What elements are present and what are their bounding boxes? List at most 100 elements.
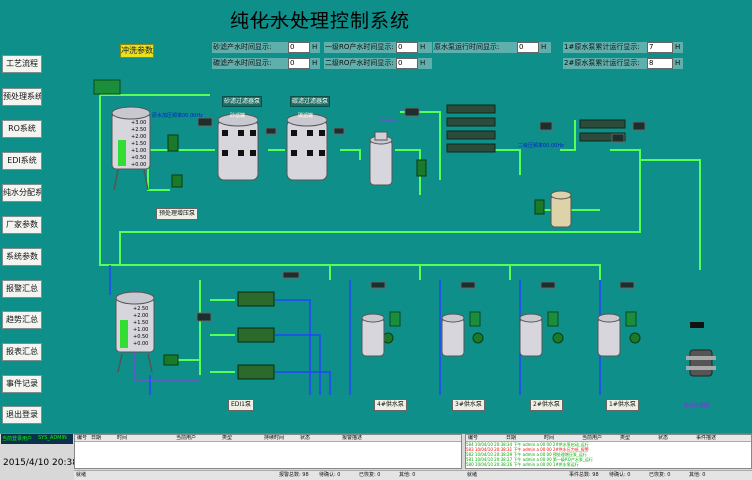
intermediate-tank — [550, 190, 572, 228]
level-tick-label: +0.00 — [133, 341, 148, 347]
raw-pump-button[interactable]: 预处理增压泵 — [156, 208, 199, 220]
raw-freq-label: 原水加压频率00.00Hz — [152, 113, 203, 119]
readout-label: 1#原水泵累计运行显示: — [564, 43, 640, 51]
status-right-total: 事件总数: 98 — [569, 472, 599, 478]
edi-pump-button[interactable]: EDI1泵 — [228, 399, 254, 411]
nav-button-7[interactable]: 系统参数 — [2, 248, 42, 266]
event-row[interactable]: 580 10/04/10 20:38:26 下午 admin a 00 00 1… — [466, 462, 579, 467]
nav-button-5[interactable]: 纯水分配系统 — [2, 184, 42, 202]
status-right-ack: 待确认: 0 — [609, 472, 631, 478]
raw-water-tank — [111, 106, 151, 191]
level-tick-label: +2.00 — [131, 134, 146, 140]
status-right-ready: 就绪 — [467, 472, 478, 478]
carbon-filter-label: 碳滤罐 — [298, 113, 314, 119]
edi-modules — [237, 291, 275, 380]
readout-value[interactable]: 0 — [288, 58, 310, 69]
uv-meter-icon — [690, 322, 704, 328]
pump1-button[interactable]: 1#供水泵 — [606, 399, 639, 411]
event-table[interactable]: 编号日期时间当前用户类型状态事件描述 584 10/04/10 20:38:34… — [465, 434, 752, 469]
status-left-ack: 待确认: 0 — [319, 472, 341, 478]
status-left-other: 其他: 0 — [399, 472, 416, 478]
readout-value[interactable]: 8 — [647, 58, 673, 69]
nav-button-9[interactable]: 趋势汇总 — [2, 311, 42, 329]
readout-value[interactable]: 0 — [396, 58, 418, 69]
readout-value[interactable]: 0 — [396, 42, 418, 53]
status-left-ready: 就绪 — [76, 472, 87, 478]
nav-button-10[interactable]: 报表汇总 — [2, 343, 42, 361]
sand-filter-label: 砂滤罐 — [230, 113, 246, 119]
level-tick-label: +2.00 — [133, 313, 148, 319]
readout-label: 原水泵运行时间显示: — [434, 43, 500, 51]
alarm-col-header: 状态 — [300, 435, 311, 441]
alarm-table[interactable]: 编号日期时间当前用户类型持续时间状态报警描述 — [74, 434, 462, 469]
level-tick-label: +2.50 — [131, 127, 146, 133]
top-tank-levels: +3.00+2.50+2.00+1.50+1.00+0.50+0.00 — [131, 120, 146, 168]
event-col-header: 日期 — [506, 435, 517, 441]
nav-button-6[interactable]: 厂家参数 — [2, 216, 42, 234]
nav-button-3[interactable]: RO系统 — [2, 120, 42, 138]
event-col-header: 状态 — [658, 435, 669, 441]
pump4-button[interactable]: 4#供水泵 — [374, 399, 407, 411]
readout-value[interactable]: 7 — [647, 42, 673, 53]
readout-unit: H — [312, 59, 318, 67]
green-pipes — [99, 94, 701, 375]
nav-button-12[interactable]: 退出登录 — [2, 406, 42, 424]
bottom-tank-levels: +2.50+2.00+1.50+1.00+0.50+0.00 — [133, 306, 148, 347]
level-tick-label: +0.00 — [131, 162, 146, 168]
uv-sterilizer — [686, 349, 716, 377]
filter-valves — [222, 130, 325, 156]
readout-unit: H — [675, 43, 681, 51]
event-col-header: 时间 — [544, 435, 555, 441]
event-col-header: 类型 — [620, 435, 631, 441]
event-row[interactable]: 582 10/04/10 20:38:29 下午 admin a 00 00 预… — [466, 452, 587, 457]
level-tick-label: +0.50 — [133, 334, 148, 340]
readout-value[interactable]: 0 — [517, 42, 539, 53]
pump2-button[interactable]: 2#供水泵 — [530, 399, 563, 411]
level-tick-label: +1.00 — [131, 148, 146, 154]
pumps[interactable] — [163, 134, 641, 366]
carbon-pump-label: 碳滤过滤器泵 — [290, 96, 331, 107]
process-diagram: +3.00+2.50+2.00+1.50+1.00+0.50+0.00 — [93, 79, 716, 395]
clock: 2015/4/10 20:38:35 — [3, 458, 93, 468]
nav-button-8[interactable]: 报警汇总 — [2, 280, 42, 298]
event-row[interactable]: 581 10/04/10 20:38:27 下午 admin a 00 00 第… — [466, 457, 593, 462]
nav-button-1[interactable]: 工艺流程 — [2, 55, 42, 73]
ro-membranes-stage2 — [579, 119, 626, 142]
event-col-header: 当前用户 — [582, 435, 603, 441]
nav-button-2[interactable]: 预处理系统 — [2, 88, 42, 106]
title-decoration — [250, 19, 320, 20]
pump3-button[interactable]: 3#供水泵 — [452, 399, 485, 411]
readout-value[interactable]: 0 — [288, 42, 310, 53]
event-row[interactable]: 584 10/04/10 20:38:34 下午 admin a 00 00 2… — [466, 442, 589, 447]
level-tick-label: +1.50 — [133, 320, 148, 326]
event-rows: 584 10/04/10 20:38:34 下午 admin a 00 00 2… — [466, 442, 751, 467]
sterilizer-label: 紫外杀菌器 — [684, 403, 710, 409]
alarm-col-header: 日期 — [91, 435, 102, 441]
ro-membranes-stage1 — [446, 104, 496, 153]
level-tick-label: +2.50 — [133, 306, 148, 312]
alarm-col-header: 持续时间 — [264, 435, 285, 441]
level-tick-label: +1.50 — [131, 141, 146, 147]
event-col-header: 编号 — [468, 435, 479, 441]
status-bar: 就绪 报警总数: 98 待确认: 0 已恢复: 0 其他: 0 就绪 事件总数:… — [74, 470, 752, 480]
sand-filter — [217, 113, 259, 181]
event-row[interactable]: 583 10/04/10 20:38:31 下午 admin a 00 00 2… — [466, 447, 589, 452]
alarm-col-header: 类型 — [222, 435, 233, 441]
status-left-cleared: 已恢复: 0 — [359, 472, 381, 478]
supply-tanks — [361, 313, 621, 357]
inlet-valve-icon[interactable] — [93, 79, 121, 95]
nav-button-4[interactable]: EDI系统 — [2, 152, 42, 170]
readout-label: 2#原水泵累计运行显示: — [564, 59, 640, 67]
carbon-filter — [286, 113, 328, 181]
nav-button-11[interactable]: 事件记录 — [2, 375, 42, 393]
flush-params-button[interactable]: 冲洗参数 — [120, 44, 154, 58]
alarm-table-header: 编号日期时间当前用户类型持续时间状态报警描述 — [75, 435, 461, 442]
user-bar — [1, 434, 73, 444]
level-tick-label: +0.50 — [131, 155, 146, 161]
level-tick-label: +3.00 — [131, 120, 146, 126]
